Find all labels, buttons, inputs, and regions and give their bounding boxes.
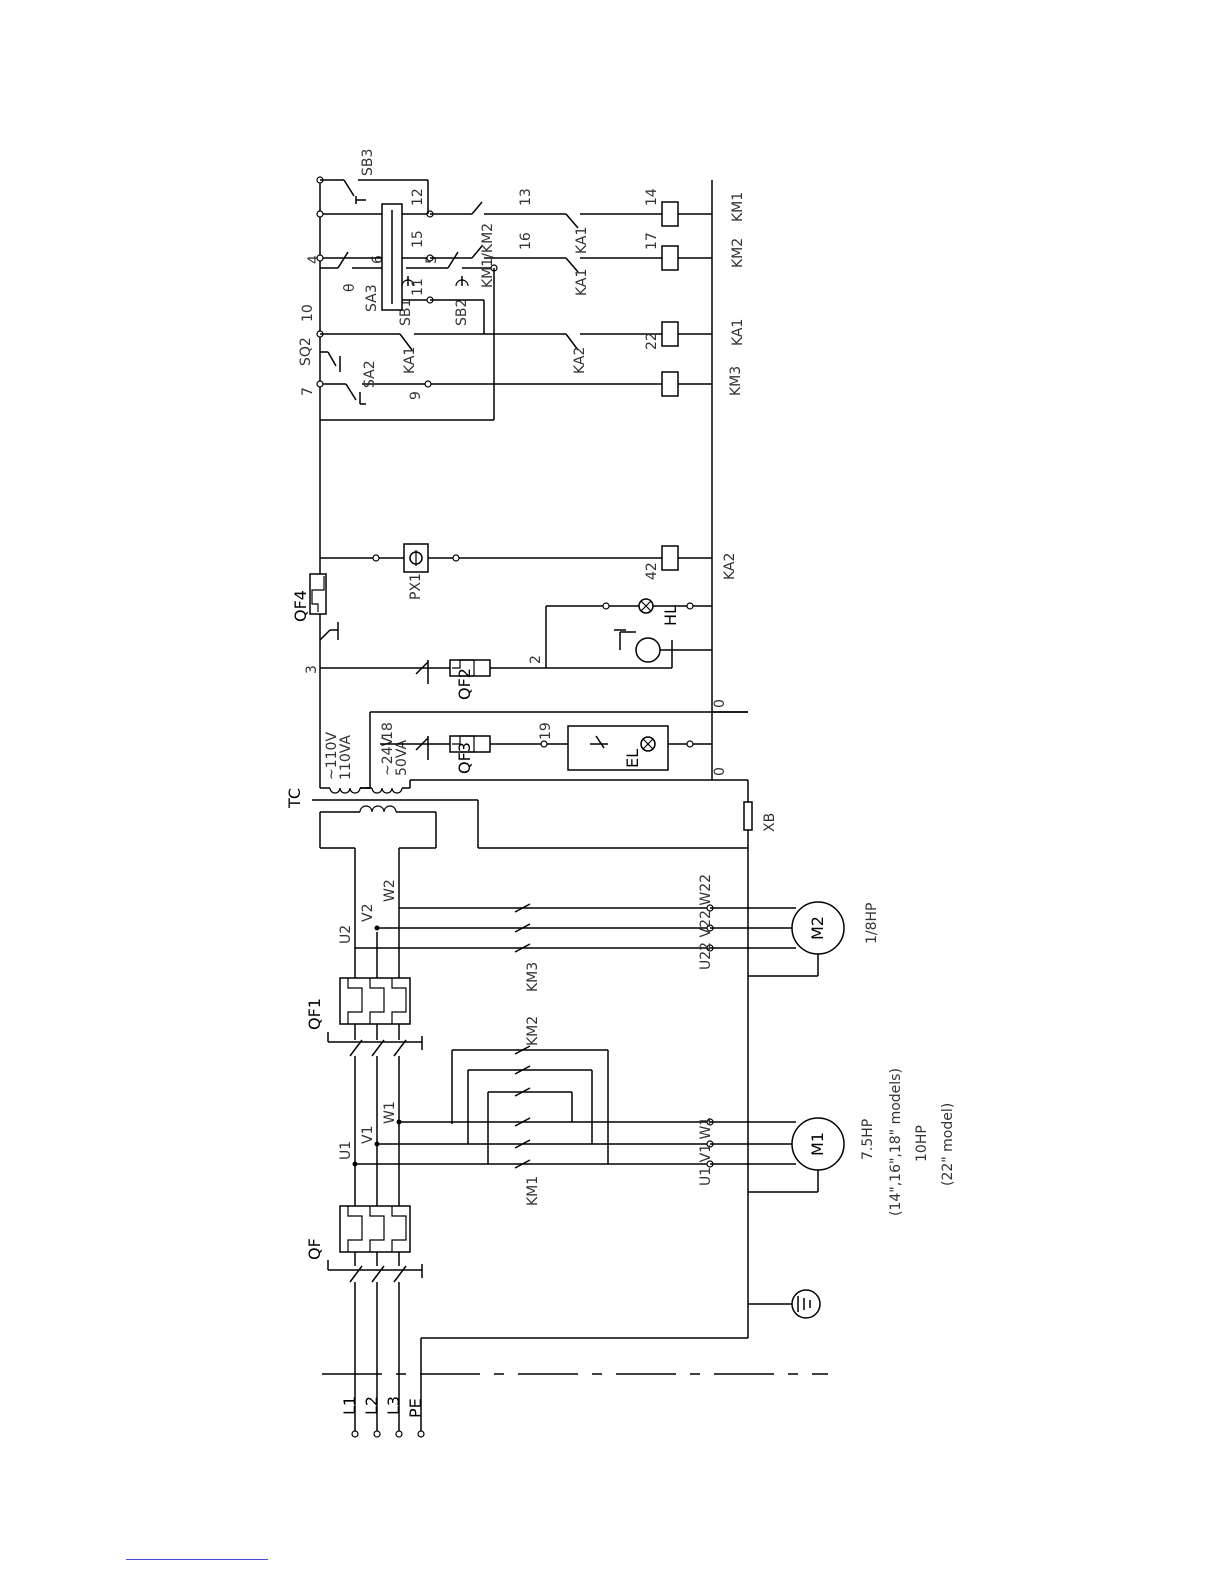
label-m1: M1: [808, 1132, 827, 1156]
label-xb: XB: [762, 813, 778, 832]
label-node-3: 3: [304, 665, 320, 674]
m1-rating-2: (14",16",18" models): [888, 1068, 904, 1216]
label-ka1-coil: KA1: [730, 319, 746, 346]
label-node-10: 10: [300, 304, 316, 322]
label-km3-coil: KM3: [728, 366, 744, 396]
label-sa3: SA3: [364, 284, 380, 312]
qf4-breaker: [310, 574, 338, 640]
fuse-xb: [744, 780, 752, 830]
label-node-18: 18: [380, 722, 396, 740]
label-node-2: 2: [528, 655, 544, 664]
label-m2: M2: [808, 916, 827, 940]
label-u1: U1: [338, 1141, 354, 1160]
label-el: EL: [623, 749, 642, 768]
footer-rule: [126, 1559, 268, 1560]
label-node-12: 12: [410, 188, 426, 206]
label-u2: U2: [338, 925, 354, 944]
m2-rating: 1/8HP: [864, 902, 880, 944]
label-50va: 50VA: [394, 740, 410, 776]
label-m2-terminals: U22 V22 W22: [698, 874, 714, 970]
label-qf: QF: [305, 1238, 324, 1260]
label-node-0b: 0: [712, 767, 728, 776]
label-node-16: 16: [518, 232, 534, 250]
label-v1: V1: [360, 1126, 376, 1144]
label-qf1: QF1: [305, 998, 324, 1030]
label-qf2: QF2: [455, 668, 474, 700]
label-ka2-contact: KA2: [572, 347, 588, 374]
km1-km2-contacts: [452, 1046, 608, 1168]
qf-breaker: [328, 1172, 422, 1282]
label-qf3: QF3: [455, 742, 474, 774]
label-km1: KM1: [525, 1176, 541, 1206]
label-pe: PE: [406, 1398, 425, 1418]
main-bus: [353, 1068, 711, 1172]
qf2-circuit: [320, 599, 712, 684]
qf1-breaker: [328, 848, 422, 1068]
label-qf4: QF4: [291, 590, 310, 622]
label-m1-terminals: U1 V1 W1: [698, 1117, 714, 1186]
label-ka2-coil: KA2: [722, 553, 738, 580]
label-px1: PX1: [408, 573, 424, 600]
transformer-tc: [312, 788, 748, 848]
label-node-17: 17: [644, 232, 660, 250]
label-node-42: 42: [644, 562, 660, 580]
label-l3: L3: [384, 1396, 403, 1415]
label-sb3: SB3: [360, 149, 376, 176]
label-km1-coil: KM1: [730, 192, 746, 222]
label-km2: KM2: [525, 1016, 541, 1046]
label-ka1-contact: KA1: [402, 347, 418, 374]
m1-rating-1: 7.5HP: [860, 1119, 876, 1160]
label-hl: HL: [661, 605, 680, 626]
km-interlock-rows: [430, 202, 712, 272]
label-l2: L2: [362, 1396, 381, 1415]
label-tc: TC: [285, 788, 304, 809]
label-node-14: 14: [644, 188, 660, 206]
label-ka1-a: KA1: [574, 227, 590, 254]
label-node-7: 7: [300, 387, 316, 396]
m1-rating-4: (22" model): [940, 1103, 956, 1186]
label-w2: W2: [382, 879, 398, 902]
label-node-22: 22: [644, 332, 660, 350]
label-km1-km2: KM1/KM2: [480, 223, 496, 288]
label-node-15: 15: [410, 230, 426, 248]
label-theta: θ: [342, 283, 358, 292]
label-km2-coil: KM2: [730, 238, 746, 268]
label-node-0a: 0: [712, 699, 728, 708]
motor-m2-branch: [355, 902, 844, 976]
label-node-11: 11: [410, 278, 426, 296]
label-sb2: SB2: [454, 299, 470, 326]
label-ka1-b: KA1: [574, 269, 590, 296]
m1-rating-3: 10HP: [914, 1125, 930, 1162]
label-node-9: 9: [408, 391, 424, 400]
label-l1: L1: [340, 1396, 359, 1415]
label-sa2: SA2: [362, 360, 378, 388]
label-110va: 110VA: [338, 735, 354, 780]
label-km3: KM3: [525, 962, 541, 992]
label-w1: W1: [382, 1101, 398, 1124]
label-node-19: 19: [538, 722, 554, 740]
label-v2: V2: [360, 904, 376, 922]
label-node-13: 13: [518, 188, 534, 206]
label-sq2: SQ2: [298, 337, 314, 366]
